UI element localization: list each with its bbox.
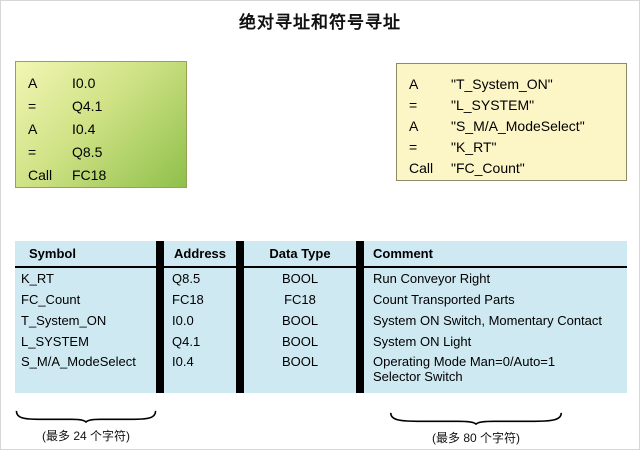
operand: Q4.1 [72,97,103,114]
instruction: A [409,117,419,134]
instruction: Call [409,159,434,176]
operand: "K_RT" [451,138,497,155]
column-divider [156,267,164,288]
operand: "T_System_ON" [451,75,553,92]
header-comment: Comment [364,241,627,268]
column-divider [156,241,164,268]
column-divider [236,309,244,330]
code-line: A I0.0 [28,71,186,94]
cell-symbol: FC_Count [21,291,81,307]
cell-comment: Count Transported Parts [373,291,515,307]
cell-data-type: BOOL [281,333,319,349]
cell-address: I0.0 [172,312,194,328]
column-divider [156,309,164,330]
symbol-table-grid: Symbol Address Data Type Comment K_RT Q8… [15,241,627,393]
code-line: = "L_SYSTEM" [409,94,626,115]
column-divider [356,267,364,288]
instruction: = [409,138,418,155]
cell-data-type: BOOL [281,312,319,328]
footnote-max-80-chars: (最多 80 个字符) [431,431,520,445]
instruction: A [28,74,38,91]
table-row: T_System_ON I0.0 BOOL System ON Switch, … [15,309,627,330]
instruction: = [28,143,37,160]
table-row: L_SYSTEM Q4.1 BOOL System ON Light [15,330,627,351]
code-line: = "K_RT" [409,136,626,157]
cell-symbol: L_SYSTEM [21,333,89,349]
operand: "L_SYSTEM" [451,96,535,113]
page-title: 绝对寻址和符号寻址 [239,13,401,32]
column-divider [236,351,244,393]
cell-address: Q4.1 [172,333,201,349]
column-divider [236,288,244,309]
underbrace-icon [15,410,157,423]
cell-comment: Operating Mode Man=0/Auto=1 Selector Swi… [373,354,556,384]
column-divider [356,351,364,393]
instruction: = [409,96,418,113]
code-line: = Q8.5 [28,140,186,163]
operand: I0.4 [72,120,96,137]
code-line: Call "FC_Count" [409,157,626,178]
cell-address: FC18 [172,291,204,307]
code-line: Call FC18 [28,163,186,186]
underbrace-icon [389,412,563,425]
column-divider [356,330,364,351]
cell-symbol: S_M/A_ModeSelect [21,354,136,369]
cell-comment: Run Conveyor Right [373,271,491,286]
footnote-max-24-chars: (最多 24 个字符) [41,429,130,443]
cell-address: I0.4 [172,354,194,369]
column-divider [236,241,244,268]
header-symbol: Symbol [15,241,156,268]
column-divider [236,267,244,288]
cell-symbol: K_RT [21,271,54,286]
underbrace-comment-column [389,412,563,425]
operand: "S_M/A_ModeSelect" [451,117,585,134]
code-line: = Q4.1 [28,94,186,117]
column-divider [156,351,164,393]
column-divider [356,309,364,330]
absolute-addressing-code-box: A I0.0 = Q4.1 A I0.4 = Q8.5 Call FC18 [15,61,187,188]
code-line: A "S_M/A_ModeSelect" [409,115,626,136]
header-data-type: Data Type [244,241,356,268]
operand: Q8.5 [72,143,103,160]
operand: I0.0 [72,74,96,91]
cell-data-type: BOOL [281,271,319,286]
cell-data-type: BOOL [281,354,319,369]
table-header-row: Symbol Address Data Type Comment [15,241,627,268]
column-divider [236,330,244,351]
column-divider [156,288,164,309]
instruction: = [28,97,37,114]
operand: "FC_Count" [451,159,525,176]
symbol-table: Symbol Address Data Type Comment K_RT Q8… [15,241,627,393]
column-divider [156,330,164,351]
operand: FC18 [72,166,107,183]
header-address: Address [164,241,236,268]
cell-address: Q8.5 [172,271,201,286]
cell-comment: System ON Light [373,333,472,349]
instruction: Call [28,166,53,183]
column-divider [356,288,364,309]
column-divider [356,241,364,268]
code-line: A I0.4 [28,117,186,140]
table-row: FC_Count FC18 FC18 Count Transported Par… [15,288,627,309]
symbolic-addressing-code-box: A "T_System_ON" = "L_SYSTEM" A "S_M/A_Mo… [396,63,627,181]
underbrace-symbol-column [15,410,157,423]
table-row: S_M/A_ModeSelect I0.4 BOOL Operating Mod… [15,351,627,393]
instruction: A [409,75,419,92]
cell-comment: System ON Switch, Momentary Contact [373,312,603,328]
cell-symbol: T_System_ON [21,312,107,328]
code-line: A "T_System_ON" [409,73,626,94]
instruction: A [28,120,38,137]
table-row: K_RT Q8.5 BOOL Run Conveyor Right [15,267,627,288]
cell-data-type: FC18 [284,291,316,307]
